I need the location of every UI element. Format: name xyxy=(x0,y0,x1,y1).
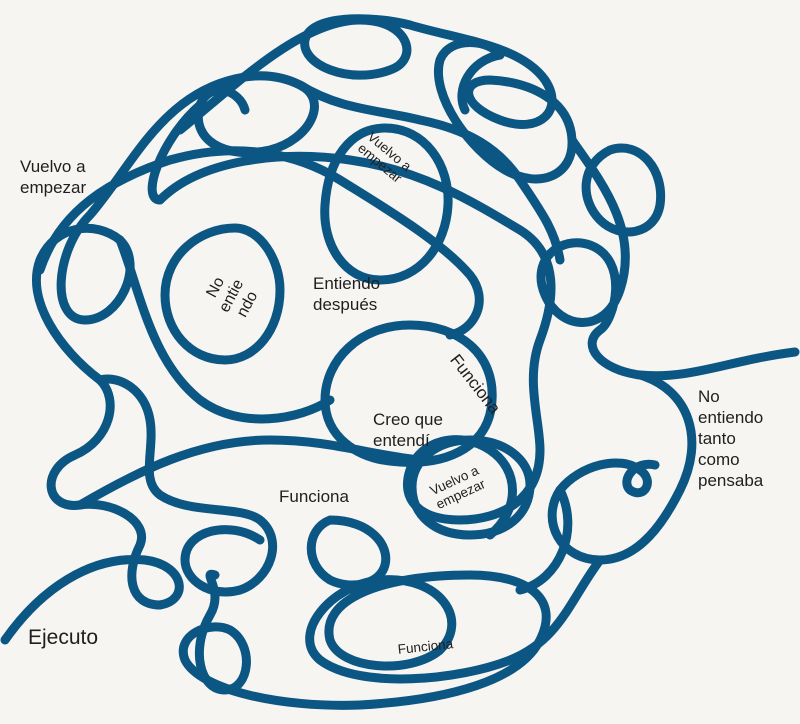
tangle-crossing-2 xyxy=(75,235,425,510)
vuelvo-bottom-bubble xyxy=(407,435,535,540)
tangle-crossing-4 xyxy=(457,50,573,595)
tangle-right-loops xyxy=(536,135,800,381)
creo-bubble xyxy=(320,320,497,467)
label-no-entiendo-tanto: No entiendo tanto como pensaba xyxy=(698,387,764,490)
tangle-crossing-5 xyxy=(147,80,565,265)
label-funciona-mid: Funciona xyxy=(279,487,349,506)
tangle-bottom-loops xyxy=(178,555,605,710)
label-ejecuto: Ejecuto xyxy=(28,626,99,649)
tangle-strokes xyxy=(0,14,800,710)
label-creo-que-entendi: Creo que entendí xyxy=(373,410,443,450)
label-entiendo-despues: Entiendo después xyxy=(313,274,381,314)
tangle-crossing-3 xyxy=(306,515,391,590)
tangle-entry-tail xyxy=(0,375,184,645)
tangle-top-loops xyxy=(175,14,577,184)
tangle-right-lower xyxy=(547,370,697,565)
tangle-left-lower xyxy=(95,374,278,597)
label-vuelvo-left: Vuelvo a empezar xyxy=(20,157,87,197)
no-entiendo-bubble xyxy=(160,223,285,365)
tangle-crossing-1 xyxy=(35,146,484,340)
